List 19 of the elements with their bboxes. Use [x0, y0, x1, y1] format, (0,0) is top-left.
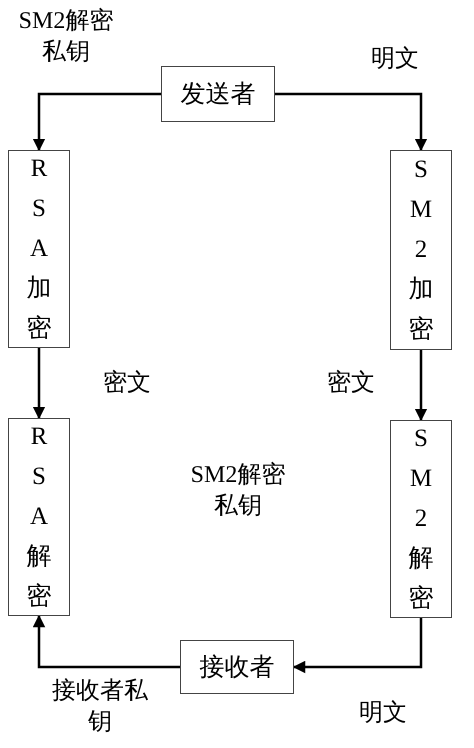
- process-box: RSA解密: [8, 418, 70, 616]
- edge-label: SM2解密私钥: [18, 6, 114, 67]
- process-box: RSA加密: [8, 150, 70, 348]
- key-label: SM2解密私钥: [190, 460, 286, 521]
- edge-label: 密文: [326, 368, 376, 398]
- process-box: 发送者: [161, 66, 275, 122]
- edge-label: 接收者私钥: [51, 677, 149, 737]
- process-box: SM2解密: [390, 420, 452, 618]
- edge-label: 明文: [370, 45, 420, 74]
- process-box: SM2加密: [390, 150, 452, 350]
- edge-label: 明文: [358, 699, 408, 728]
- arrow: [292, 618, 422, 674]
- arrow: [32, 348, 46, 420]
- process-box: 接收者: [180, 640, 294, 694]
- arrow: [275, 92, 428, 152]
- edge-label: 密文: [102, 368, 152, 398]
- arrow: [32, 92, 161, 152]
- arrow: [414, 350, 428, 422]
- arrow: [32, 614, 180, 668]
